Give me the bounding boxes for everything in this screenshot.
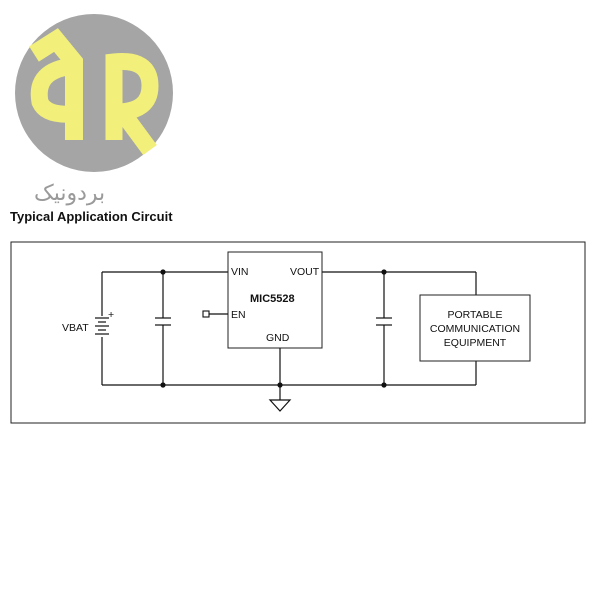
- ic-body: [227, 251, 323, 349]
- ground-symbol: [268, 399, 292, 412]
- load-line-3: EQUIPMENT: [444, 337, 507, 349]
- junction-node: [277, 382, 283, 388]
- input-capacitor: [155, 317, 171, 326]
- vbat-label: VBAT: [62, 322, 89, 334]
- section-heading: Typical Application Circuit: [10, 209, 173, 224]
- en-terminal: [202, 310, 210, 318]
- brand-logo: بردونیک: [15, 14, 173, 206]
- junction-node: [381, 382, 387, 388]
- ic-name: MIC5528: [250, 293, 295, 305]
- junction-node: [160, 269, 166, 275]
- load-box: [419, 294, 531, 362]
- logo-text: بردونیک: [34, 181, 105, 206]
- junction-node: [381, 269, 387, 275]
- pin-vout-label: VOUT: [290, 266, 320, 278]
- load-line-2: COMMUNICATION: [430, 323, 520, 335]
- junction-node: [160, 382, 166, 388]
- rr-monogram-icon: [29, 28, 159, 156]
- battery-symbol: [95, 317, 109, 335]
- battery-plus-label: +: [108, 309, 114, 321]
- circuit-frame: [10, 241, 586, 424]
- pin-gnd-label: GND: [266, 332, 290, 344]
- pin-en-label: EN: [231, 309, 246, 321]
- load-line-1: PORTABLE: [447, 309, 502, 321]
- pin-vin-label: VIN: [231, 266, 249, 278]
- circuit-diagram: + VBAT VIN VOUT MIC5528 EN GND: [62, 251, 531, 412]
- output-capacitor: [376, 317, 392, 326]
